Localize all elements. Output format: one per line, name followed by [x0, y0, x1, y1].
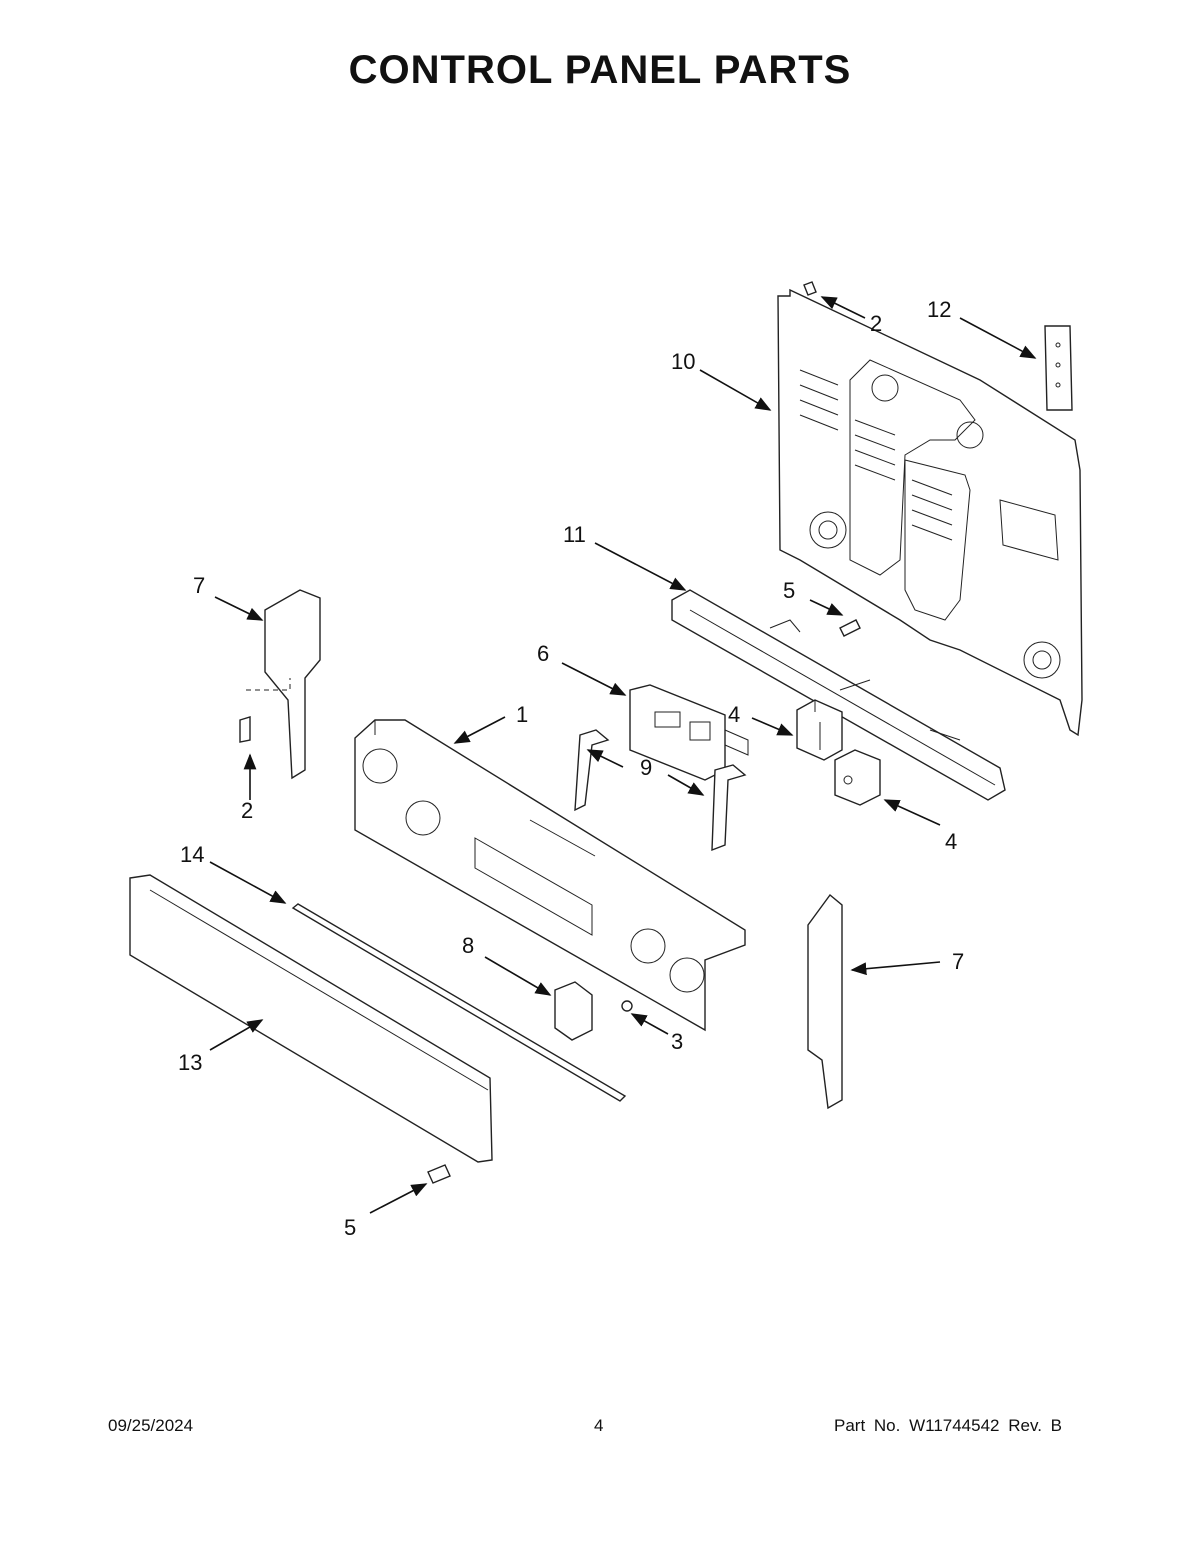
- screw-part-5-upper: [839, 619, 861, 637]
- callout-6: 6: [537, 641, 549, 666]
- callout-2-left: 2: [241, 798, 253, 823]
- footer-part-number: Part No. W11744542 Rev. B: [834, 1416, 1062, 1435]
- footer-date: 09/25/2024: [108, 1416, 194, 1435]
- end-bracket-part-left: [264, 589, 321, 780]
- clip-part-left: [574, 729, 610, 812]
- screw-part-3: [621, 1000, 633, 1012]
- callout-3: 3: [671, 1029, 683, 1054]
- callout-5-upper: 5: [783, 578, 795, 603]
- trim-panel-part: [129, 874, 493, 1163]
- knob-part: [554, 981, 593, 1041]
- callout-7-left: 7: [193, 573, 205, 598]
- callout-13: 13: [178, 1050, 202, 1075]
- callout-14: 14: [180, 842, 204, 867]
- callout-7-right: 7: [952, 949, 964, 974]
- callout-1: 1: [516, 702, 528, 727]
- end-bracket-part-right: [807, 893, 843, 1110]
- switch-part-lower: [834, 749, 881, 806]
- clip-part-right: [711, 764, 747, 852]
- cover-plate-part: [1044, 325, 1073, 411]
- callout-2-top: 2: [870, 311, 882, 336]
- callout-8: 8: [462, 933, 474, 958]
- page-title: CONTROL PANEL PARTS: [348, 48, 852, 92]
- callout-4-lower: 4: [945, 829, 957, 854]
- callout-10: 10: [671, 349, 695, 374]
- switch-part-upper: [796, 699, 843, 761]
- callout-4-upper: 4: [728, 702, 740, 727]
- callout-5-lower: 5: [344, 1215, 356, 1240]
- back-panel-part: [777, 288, 1083, 737]
- callout-arrows: [209, 296, 1037, 1214]
- callout-11: 11: [563, 522, 586, 547]
- screw-part-5-lower: [427, 1164, 451, 1184]
- callout-12: 12: [927, 297, 951, 322]
- screw-part-2-top: [803, 281, 817, 296]
- support-bracket-part: [671, 589, 1006, 801]
- control-panel-part: [354, 719, 746, 1032]
- screw-part-2-left: [239, 678, 291, 743]
- callout-9: 9: [640, 755, 652, 780]
- gasket-strip-part: [291, 903, 627, 1102]
- footer-page-number: 4: [594, 1416, 604, 1435]
